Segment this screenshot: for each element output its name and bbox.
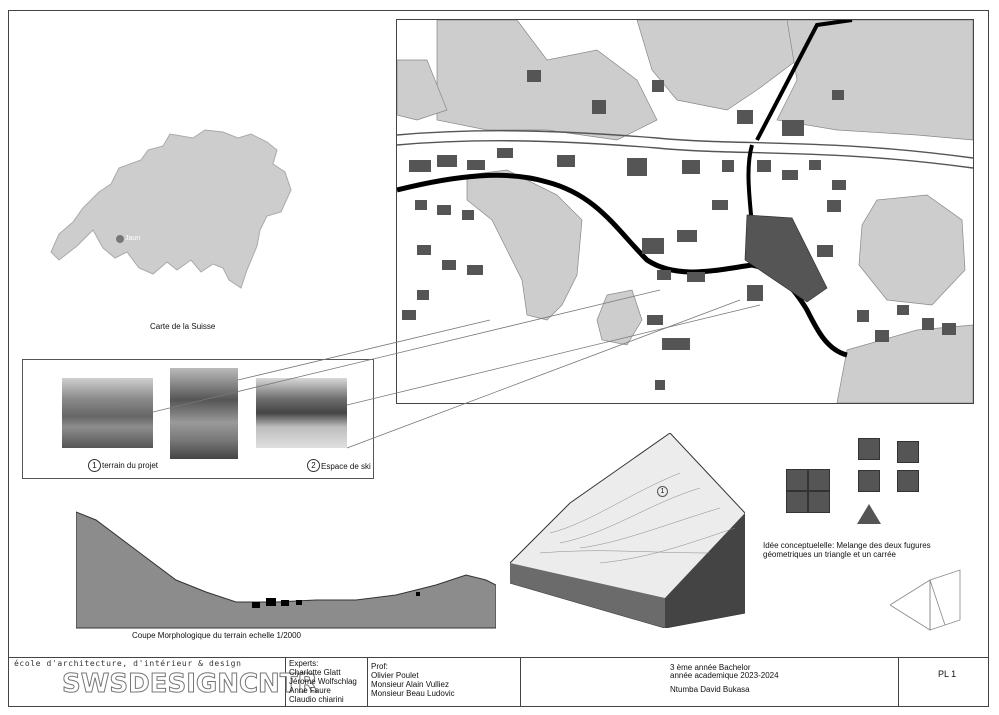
concept-sketch	[890, 569, 961, 631]
photo-number-1: 1	[88, 459, 101, 472]
concept-square	[786, 491, 808, 513]
experts-label: Experts:	[289, 659, 319, 668]
prof-item: Olivier Poulet	[371, 671, 419, 680]
school-line: école d'architecture, d'intérieur & desi…	[14, 659, 242, 668]
expert-item: Anne Faure	[289, 686, 331, 695]
photo-caption-1: terrain du projet	[102, 461, 159, 470]
prof-label: Prof:	[371, 662, 388, 671]
academic-year: année academique 2023-2024	[670, 671, 779, 680]
prof-item: Monsieur Alain Vulliez	[371, 680, 449, 689]
photo-terrain	[62, 378, 153, 448]
photo-number-2: 2	[307, 459, 320, 472]
concept-square	[858, 470, 880, 492]
prof-item: Monsieur Beau Ludovic	[371, 689, 455, 698]
concept-triangle	[857, 504, 881, 524]
site-plan	[396, 19, 974, 404]
sheet-number: PL 1	[938, 669, 957, 679]
concept-square	[897, 470, 919, 492]
photo-ski	[256, 378, 347, 448]
concept-square	[808, 491, 830, 513]
sheet-frame	[8, 10, 989, 707]
jaun-label: Jaun	[125, 235, 141, 242]
photo-caption-2: Espace de ski	[321, 462, 371, 471]
switzerland-map	[50, 129, 292, 289]
student-name: Ntumba David Bukasa	[670, 685, 750, 694]
terrain-marker: 1	[657, 486, 668, 497]
concept-text: Idée conceptuelelle: Melange des deux fu…	[763, 541, 931, 559]
expert-item: Charlotte Glatt	[289, 668, 341, 677]
concept-square	[858, 438, 880, 460]
title-block	[8, 657, 989, 708]
jaun-marker-icon	[116, 235, 124, 243]
site-plan-drawing	[397, 20, 973, 403]
course-label: 3 ème année Bachelor	[670, 663, 751, 672]
photo-path	[170, 368, 238, 459]
concept-square	[897, 441, 919, 463]
photo-inset	[22, 359, 374, 479]
expert-item: Claudio chiarini	[289, 695, 344, 704]
concept-square	[786, 469, 808, 491]
switzerland-caption: Carte de la Suisse	[150, 322, 216, 331]
terrain-section	[76, 511, 496, 629]
terrain-model	[510, 433, 745, 628]
school-logo: SWSDESIGNCNTR	[62, 669, 319, 700]
expert-item: Jérome Wolfschlag	[289, 677, 357, 686]
section-caption: Coupe Morphologique du terrain echelle 1…	[132, 631, 302, 640]
concept-square	[808, 469, 830, 491]
